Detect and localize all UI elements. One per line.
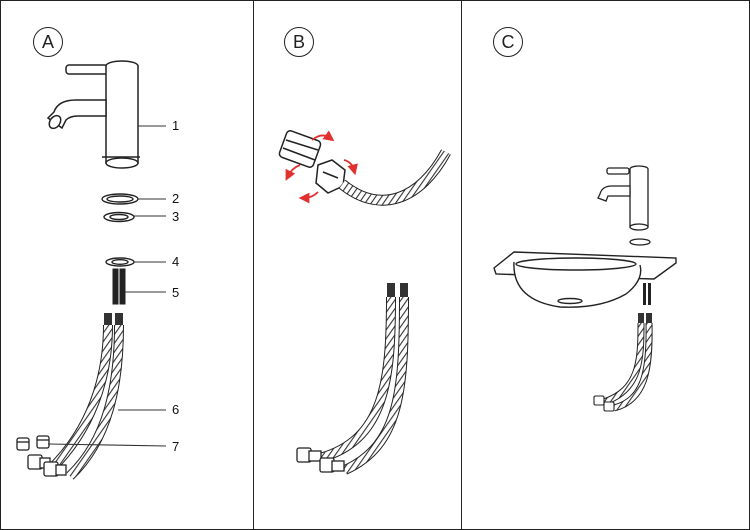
adapters-7	[16, 435, 50, 451]
part-number-3: 3	[172, 209, 180, 224]
rotation-arrows	[285, 130, 358, 204]
faucet-c	[597, 165, 651, 246]
part-number-5: 5	[172, 285, 180, 300]
faucet-a	[46, 60, 140, 169]
basin	[493, 251, 677, 308]
part-number-2: 2	[172, 191, 180, 206]
connector-detail	[278, 130, 346, 194]
leader-lines	[47, 125, 167, 447]
hoses-6	[27, 313, 124, 480]
studs-5	[112, 268, 126, 305]
hoses-b	[296, 283, 409, 475]
nut-4	[105, 257, 135, 267]
washer-2	[101, 193, 139, 205]
part-number-4: 4	[172, 254, 180, 269]
part-number-6: 6	[172, 402, 180, 417]
hoses-c	[593, 313, 653, 412]
studs-c	[643, 283, 651, 305]
part-number-1: 1	[172, 118, 180, 133]
panel-c-label: C	[493, 27, 523, 57]
hose-detail	[338, 149, 451, 206]
panel-b-label: B	[284, 27, 314, 57]
washer-3	[103, 211, 135, 223]
panel-a-label: A	[33, 27, 63, 57]
part-number-7: 7	[172, 439, 180, 454]
